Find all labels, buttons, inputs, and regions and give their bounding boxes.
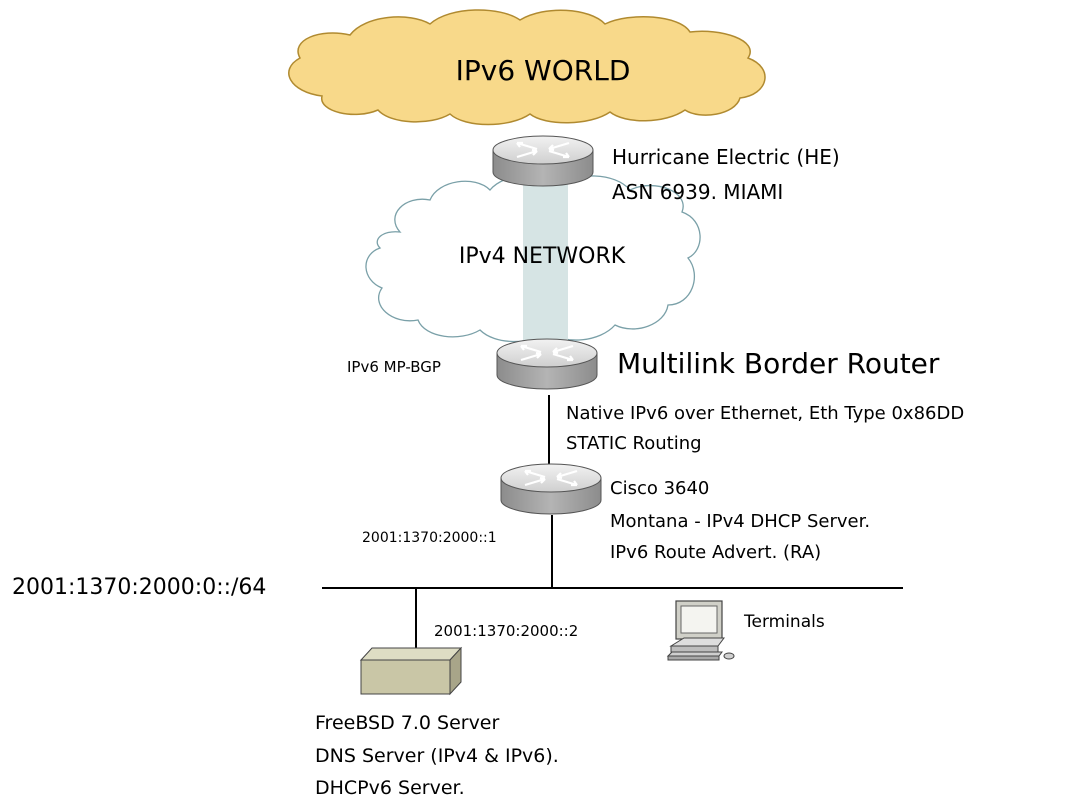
he-router-name: Hurricane Electric (HE) xyxy=(612,145,840,169)
server-dns: DNS Server (IPv4 & IPv6). xyxy=(315,745,559,767)
ipv4-network-label: IPv4 NETWORK xyxy=(459,244,626,269)
terminals-label: Terminals xyxy=(743,612,825,632)
server-icon xyxy=(359,646,463,696)
ipv6-world-cloud: IPv6 WORLD xyxy=(288,9,766,126)
server-dhcpv6: DHCPv6 Server. xyxy=(315,777,465,799)
ipv6-tunnel xyxy=(523,178,568,346)
link-routing: STATIC Routing xyxy=(566,433,702,454)
cisco-router-address: 2001:1370:2000::1 xyxy=(362,530,497,546)
lan-prefix: 2001:1370:2000:0::/64 xyxy=(12,575,266,600)
border-router-protocol: IPv6 MP-BGP xyxy=(347,358,441,376)
server-os: FreeBSD 7.0 Server xyxy=(315,712,500,734)
terminal-icon xyxy=(666,600,735,661)
cisco-router-icon xyxy=(499,462,603,516)
he-router-asn: ASN 6939. MIAMI xyxy=(612,180,783,204)
server-address: 2001:1370:2000::2 xyxy=(434,622,578,640)
border-router-icon xyxy=(495,337,599,391)
border-router-title: Multilink Border Router xyxy=(617,347,940,380)
ipv6-world-label: IPv6 WORLD xyxy=(456,54,631,87)
cisco-router-dhcp: Montana - IPv4 DHCP Server. xyxy=(610,511,870,532)
cisco-router-ra: IPv6 Route Advert. (RA) xyxy=(610,542,821,563)
link-description: Native IPv6 over Ethernet, Eth Type 0x86… xyxy=(566,403,964,424)
cisco-router-name: Cisco 3640 xyxy=(610,478,709,499)
he-router-icon xyxy=(491,134,595,188)
